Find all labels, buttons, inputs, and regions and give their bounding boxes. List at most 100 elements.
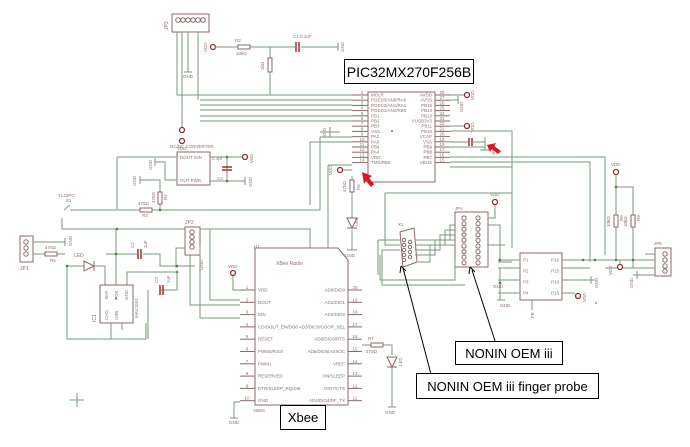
pin-number: 4: [361, 106, 364, 111]
r4-label: R4: [163, 194, 168, 200]
vdd-label: VDD: [490, 192, 500, 197]
xbee-callout: Xbee: [280, 405, 326, 430]
junction: [65, 264, 69, 268]
pin-number: 15: [439, 158, 445, 163]
vdd-symbol: [241, 153, 249, 161]
pin-name: PGED1/AN2/RB0: [371, 108, 407, 113]
r-1k-value: 1kΩ: [260, 61, 265, 70]
resistor-1k: [267, 57, 273, 73]
fb-label: FB: [530, 312, 535, 318]
pin-number: 26: [439, 100, 445, 105]
x1-label: X1: [398, 222, 404, 227]
ic1-pin-label: CHG: [104, 310, 109, 320]
pin-name: AD5/DIO5/ASSOC: [307, 349, 345, 354]
gnd-label: GND: [493, 284, 504, 289]
r3-value: 470Ω: [138, 201, 150, 206]
pin-name: PA4: [371, 150, 380, 155]
gnd-symbol: [320, 127, 340, 137]
dcdc-converter: DC/DC CONVERTER DOUT GIN OUT PWR: [170, 144, 214, 186]
c3-label: C3: [154, 277, 159, 283]
pin-name: PB15: [421, 103, 433, 108]
pin-number: 5: [246, 334, 249, 339]
ic1-center-dot: [115, 297, 117, 299]
jp4-pin: [475, 243, 481, 249]
ic1-label: IC1: [92, 314, 98, 322]
wire: [230, 401, 240, 419]
pin-number: 7: [246, 359, 249, 364]
jp4-pin: [461, 232, 467, 238]
switch-s1: [61, 204, 290, 230]
led-icon: [346, 217, 358, 230]
ic1-body: [99, 284, 134, 324]
pin-name: PB3: [371, 124, 380, 129]
wire: [66, 265, 147, 340]
pin-number: 3: [361, 100, 364, 105]
ic1-pin-label: POK: [114, 290, 119, 300]
pin-name: VSS: [371, 129, 380, 134]
pin-number: 19: [352, 297, 358, 302]
vdd-symbol: [463, 122, 471, 130]
wire: [33, 238, 66, 246]
pin-number: 20: [352, 285, 358, 290]
pin-number: 13: [352, 371, 358, 376]
pin-number: 16: [439, 152, 445, 157]
pin-name: DIN: [258, 312, 266, 317]
vdd-symbol: [178, 137, 186, 145]
vdd-symbol: [229, 269, 237, 277]
gnd-label: GND: [229, 420, 240, 425]
jp4-body: [454, 211, 489, 268]
mcu-right-pins: 28AVDD27AVSS26PB1525PB1424PB1323VUSB3V32…: [412, 90, 450, 165]
pin-number: 2: [246, 297, 249, 302]
pin-number: 2: [361, 95, 364, 100]
pin-number: 28: [439, 90, 445, 95]
pin-number: 12: [359, 147, 365, 152]
pin-name: AD3/DIO3/COOR_SEL: [299, 324, 346, 329]
pin-name: VSS: [423, 139, 432, 144]
pin-number: 18: [352, 310, 358, 315]
jp4-pins: [461, 215, 481, 266]
junction: [614, 185, 618, 189]
u1-label: U1: [254, 244, 260, 249]
gnd-label: GND: [68, 235, 73, 246]
fb-body: [519, 252, 563, 301]
jp4-pin: [461, 221, 467, 227]
fb-pin-name: P2: [523, 269, 529, 274]
pin-number: 24: [439, 111, 445, 116]
fb-pin-name: P1: [523, 258, 529, 263]
junction: [498, 281, 502, 285]
xbee-body: [254, 247, 349, 406]
vdd-symbol: [463, 91, 471, 99]
vdd-label: VDD: [249, 153, 254, 163]
junction: [498, 258, 502, 262]
jp2-header: JP2: [184, 220, 201, 256]
r5-value: 470Ω: [45, 245, 57, 250]
jp4-pin: [461, 249, 467, 255]
mcu-body: [367, 91, 436, 183]
wire: [450, 130, 513, 248]
jp4-pin: [475, 226, 481, 232]
gnd-label: GND: [148, 159, 153, 170]
pin-name: RESET: [258, 337, 273, 342]
marker-dot: [595, 302, 597, 304]
c1-value: 0.1uF: [300, 34, 312, 39]
jp4-pin: [461, 260, 467, 266]
r9-value: 10kΩ: [623, 216, 628, 227]
pin-name: PB8: [423, 150, 432, 155]
jp6-label: JP6: [654, 241, 662, 246]
pin-number: 1: [361, 90, 364, 95]
